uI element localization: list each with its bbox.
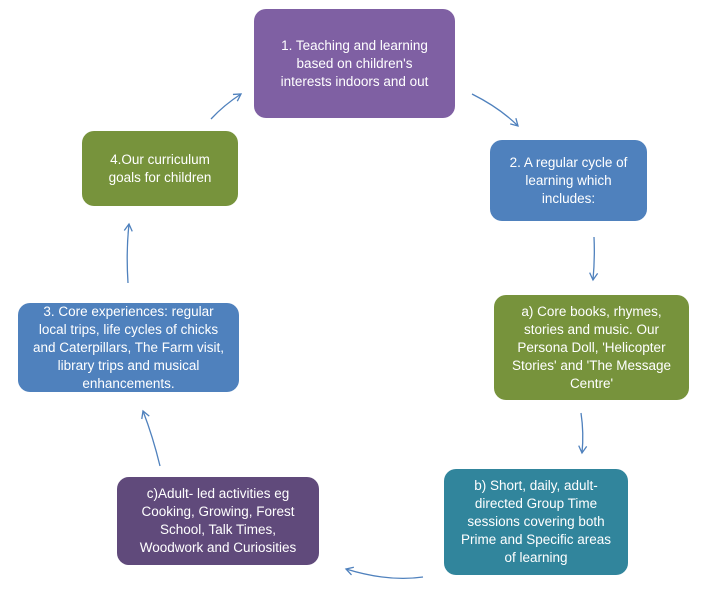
- step-c-text: c)Adult- led activities eg Cooking, Grow…: [139, 486, 297, 555]
- step-b-text: b) Short, daily, adult- directed Group T…: [460, 478, 612, 565]
- arrow-1-to-2: [471, 93, 519, 127]
- arrow-2-to-a: [589, 236, 599, 282]
- step-4-curriculum-goals-box: 4.Our curriculum goals for children: [82, 131, 238, 206]
- arrow-c-to-3: [141, 409, 161, 467]
- step-a-text: a) Core books, rhymes, stories and music…: [512, 303, 671, 391]
- step-4-text: 4.Our curriculum goals for children: [108, 151, 212, 185]
- arrow-4-to-1: [210, 93, 243, 120]
- step-1-teaching-and-learning-box: 1. Teaching and learning based on childr…: [254, 9, 455, 118]
- step-3-text: 3. Core experiences: regular local trips…: [32, 303, 225, 391]
- step-3-core-experiences-box: 3. Core experiences: regular local trips…: [18, 303, 239, 392]
- step-a-core-books-box: a) Core books, rhymes, stories and music…: [494, 295, 689, 400]
- arrow-b-to-c: [344, 566, 424, 579]
- arrow-a-to-b: [578, 412, 588, 455]
- step-c-adult-led-activities-box: c)Adult- led activities eg Cooking, Grow…: [117, 477, 319, 565]
- step-2-text: 2. A regular cycle of learning which inc…: [509, 154, 628, 206]
- step-1-text: 1. Teaching and learning based on childr…: [280, 37, 429, 89]
- arrow-3-to-4: [123, 222, 133, 284]
- step-b-group-time-box: b) Short, daily, adult- directed Group T…: [444, 469, 628, 575]
- step-2-regular-cycle-box: 2. A regular cycle of learning which inc…: [490, 140, 647, 221]
